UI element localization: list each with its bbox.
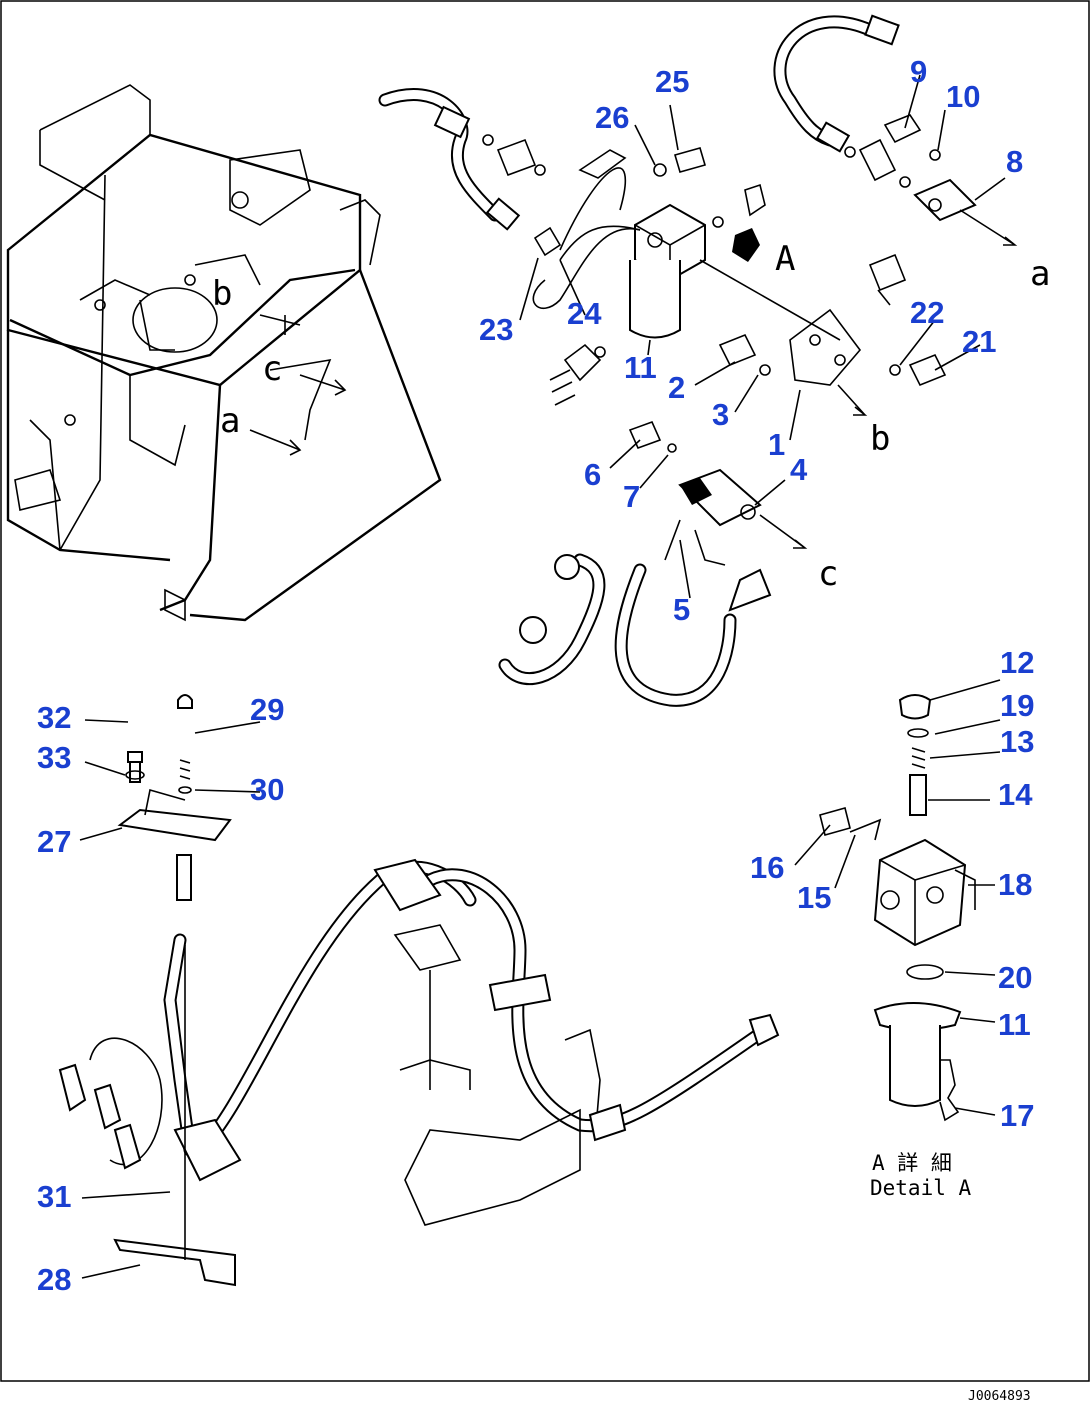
callout-9: 9 [910,54,927,89]
callout-18: 18 [998,867,1032,902]
callout-7: 7 [623,479,640,514]
callout-8: 8 [1006,144,1023,179]
arrow-connection-a: a [1030,254,1050,294]
callout-26: 26 [595,100,629,135]
view-marker-A: A [775,239,795,279]
arrow-connection-b: b [870,419,890,459]
callout-29: 29 [250,692,284,727]
callout-3: 3 [712,397,729,432]
detail-A-drawing: A 詳 細 Detail A [819,694,976,1200]
callout-14: 14 [998,777,1033,812]
callout-10: 10 [946,79,980,114]
frame-connection-a: a [220,401,240,441]
callout-13: 13 [1000,724,1034,759]
callout-27: 27 [37,824,71,859]
callout-30: 30 [250,772,284,807]
callout-12: 12 [1000,645,1034,680]
callout-28: 28 [37,1262,71,1297]
frame-connection-b: b [212,274,232,314]
callout-22: 22 [910,295,944,330]
callout-11-detail: 11 [998,1007,1031,1042]
frame-connection-c: c [262,349,282,389]
drawing-code: J0064893 [968,1389,1031,1404]
callout-31: 31 [37,1179,71,1214]
callout-5: 5 [673,592,690,627]
callout-15: 15 [797,880,831,915]
lower-hose-assembly [58,694,780,1287]
callout-21: 21 [962,324,996,359]
leader-lines [79,74,1006,1279]
frame-assembly: b c a [6,84,442,622]
callout-25: 25 [655,64,689,99]
callout-23: 23 [479,312,513,347]
valve-assembly: a b c A [378,14,1050,707]
callout-32: 32 [37,700,71,735]
callout-1: 1 [768,427,785,462]
callout-33: 33 [37,740,71,775]
detail-caption-en: Detail A [870,1176,972,1200]
callout-24: 24 [567,296,602,331]
callout-20: 20 [998,960,1032,995]
callout-numbers: 1 2 3 4 5 6 7 8 9 10 11 11 12 13 14 15 1… [37,54,1034,1297]
callout-19: 19 [1000,688,1034,723]
callout-2: 2 [668,370,685,405]
detail-caption-jp: A 詳 細 [872,1151,952,1175]
callout-11-upper: 11 [624,350,657,385]
callout-16: 16 [750,850,784,885]
callout-6: 6 [584,457,601,492]
arrow-connection-c: c [818,554,838,594]
callout-17: 17 [1000,1098,1034,1133]
callout-4: 4 [790,452,808,487]
